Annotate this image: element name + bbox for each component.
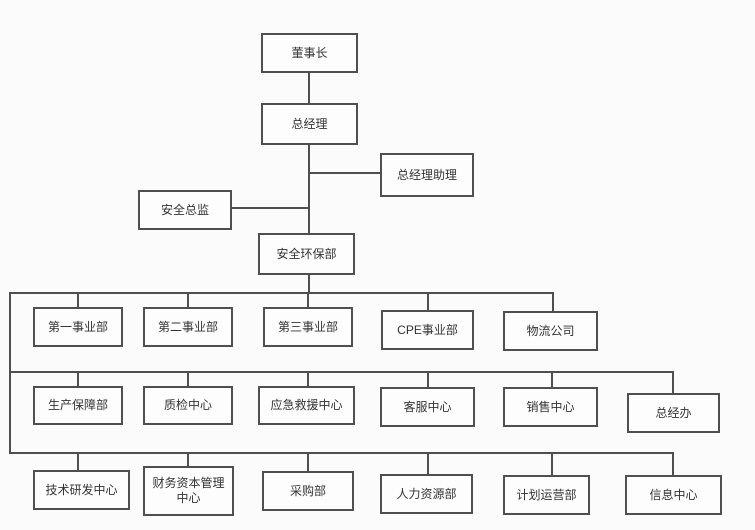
node-business-unit-2: 第二事业部 xyxy=(143,307,233,347)
stub-row2-1 xyxy=(77,371,79,388)
node-safety-director: 安全总监 xyxy=(138,190,232,230)
node-quality-inspection-center: 质检中心 xyxy=(143,386,233,425)
stub-row3-5 xyxy=(551,452,553,477)
stub-row2-4 xyxy=(427,371,429,389)
node-information-center: 信息中心 xyxy=(625,475,722,515)
node-chairman: 董事长 xyxy=(261,33,358,73)
row2-rail xyxy=(9,371,674,373)
node-customer-service-center: 客服中心 xyxy=(380,387,475,427)
stub-row3-3 xyxy=(307,452,309,473)
node-logistics-company: 物流公司 xyxy=(503,311,598,351)
stub-row1-2 xyxy=(187,292,189,309)
node-emergency-rescue-center: 应急救援中心 xyxy=(258,386,355,425)
node-procurement-dept: 采购部 xyxy=(262,471,354,511)
node-safety-environment-dept: 安全环保部 xyxy=(258,233,355,275)
connector-gm-assistant xyxy=(309,172,381,174)
node-hr-dept: 人力资源部 xyxy=(380,474,473,514)
stub-row2-3 xyxy=(307,371,309,388)
node-cpe-business-unit: CPE事业部 xyxy=(381,310,474,350)
node-general-manager: 总经理 xyxy=(261,103,358,145)
node-business-unit-1: 第一事业部 xyxy=(33,307,123,347)
node-planning-operations-dept: 计划运营部 xyxy=(503,475,590,515)
row3-rail xyxy=(9,452,674,454)
stub-row2-6 xyxy=(672,371,674,395)
stub-row1-4 xyxy=(427,292,429,312)
node-sales-center: 销售中心 xyxy=(503,387,598,427)
connector-safetyenv-row1 xyxy=(308,275,310,293)
stub-row3-2 xyxy=(187,452,189,468)
node-finance-capital-management-center: 财务资本管理中心 xyxy=(143,466,234,516)
node-tech-rd-center: 技术研发中心 xyxy=(33,470,130,510)
stub-row3-1 xyxy=(77,452,79,472)
stub-row1-5 xyxy=(552,292,554,313)
node-business-unit-3: 第三事业部 xyxy=(263,307,353,347)
row1-rail xyxy=(9,292,554,294)
stub-row1-1 xyxy=(77,292,79,309)
connector-safety-director xyxy=(231,207,309,209)
stub-row3-4 xyxy=(427,452,429,476)
stub-row3-6 xyxy=(672,452,674,477)
connector-gm-safetyenv xyxy=(308,145,310,233)
stub-row2-2 xyxy=(187,371,189,388)
stub-row1-3 xyxy=(307,292,309,309)
connector-chairman-gm xyxy=(308,73,310,103)
node-gm-assistant: 总经理助理 xyxy=(380,153,474,197)
node-production-support-dept: 生产保障部 xyxy=(33,386,123,425)
left-trunk xyxy=(9,292,11,454)
node-general-office: 总经办 xyxy=(627,393,720,433)
stub-row2-5 xyxy=(551,371,553,389)
